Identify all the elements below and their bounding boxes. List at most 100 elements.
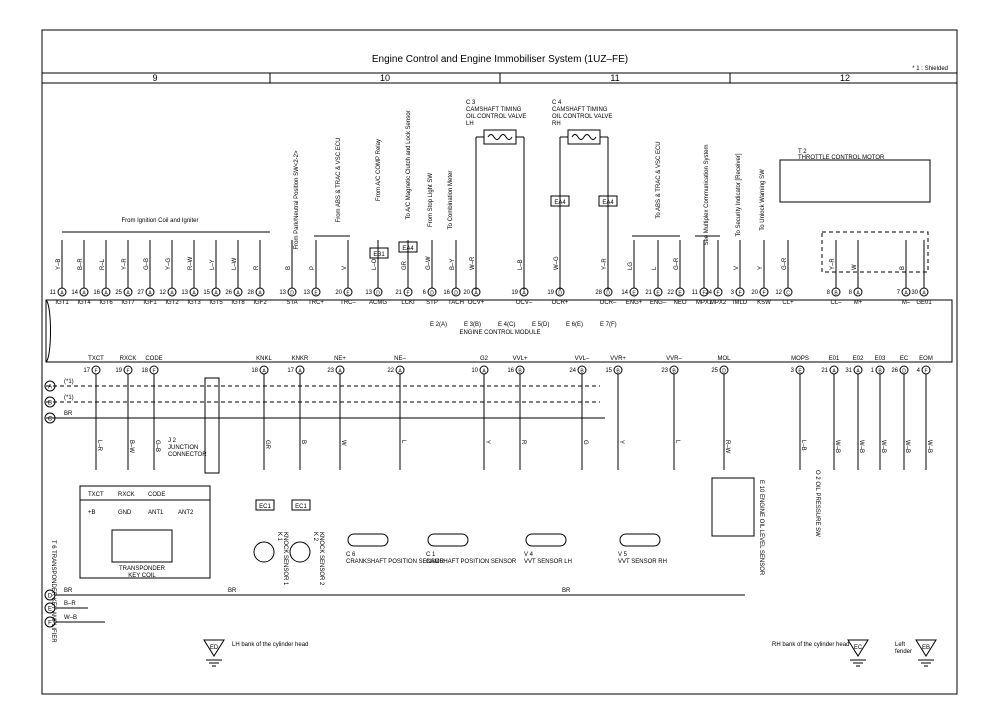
connector-ec1-label: EC1: [259, 504, 271, 510]
top-pin-circle: [519, 287, 529, 297]
top-pin-letter: A: [192, 291, 196, 297]
top-pin-number: 13: [365, 290, 372, 296]
top-pin-number: 28: [247, 290, 254, 296]
ecm-connector-code: E 7(F): [600, 322, 617, 328]
column-label-9: 9: [152, 73, 157, 83]
top-pin-name: CL+: [782, 300, 794, 306]
bottom-pin-letter: B: [672, 369, 676, 375]
bottom-pin-number: 24: [569, 368, 576, 374]
top-pin-letter: A: [214, 291, 218, 297]
top-pin-wire-color: L–Y: [210, 259, 216, 270]
side-label: A: [48, 385, 52, 391]
bottom-pin-name: VVR+: [610, 356, 626, 362]
bottom-pin-letter: A: [338, 369, 342, 375]
top-pin-letter: A: [104, 291, 108, 297]
top-pin-circle: [79, 287, 89, 297]
bottom-pin-number: 31: [845, 368, 852, 374]
bottom-pin-wire-color: R–W: [724, 440, 730, 454]
bottom-pin-name: RXCK: [120, 356, 137, 362]
bottom-pin-number: 18: [251, 368, 258, 374]
bottom-pin-name: VVL+: [513, 356, 528, 362]
column-label-11: 11: [610, 73, 619, 83]
abs-trac-label-2: To ABS & TRAC & VSC ECU: [656, 141, 662, 218]
shielded-note: * 1 : Shielded: [912, 66, 948, 72]
wire-d-color-2: BR: [228, 588, 237, 594]
top-pin-circle: [675, 287, 685, 297]
top-pin-circle: [123, 287, 133, 297]
wire-d-color: BR: [64, 588, 73, 594]
bottom-pin-wire-color: B: [300, 440, 306, 444]
bottom-pin-number: 23: [327, 368, 334, 374]
top-pin-number: 21: [395, 290, 402, 296]
top-pin-wire-color: L–O: [372, 258, 378, 270]
amp-pin-rxck: RXCK: [118, 492, 135, 498]
bottom-pin-number: 15: [605, 368, 612, 374]
bottom-pin-number: 23: [661, 368, 668, 374]
bottom-pin-name: E01: [829, 356, 840, 362]
top-pin-circle: [831, 287, 841, 297]
bottom-pin-letter: B: [518, 369, 522, 375]
top-pin-circle: [451, 287, 461, 297]
valve-lh-label-1: C 3: [466, 100, 476, 106]
bottom-pin-wire-color: W–B: [858, 440, 864, 453]
bottom-pin-number: 25: [711, 368, 718, 374]
bottom-pin-letter: A: [262, 369, 266, 375]
bottom-pin-number: 22: [387, 368, 394, 374]
connector-ea4-5-label: EA4: [602, 200, 614, 206]
top-pin-number: 11: [50, 290, 57, 296]
bottom-pin-name: MOPS: [791, 356, 809, 362]
bottom-pin-name: NE+: [334, 356, 346, 362]
bottom-pin-number: 16: [507, 368, 514, 374]
top-pin-letter: E: [678, 291, 682, 297]
connector-ea4-1-label: EA4: [554, 200, 566, 206]
sensor-symbol: [253, 541, 275, 563]
top-pin-name: OCV+: [468, 300, 485, 306]
bottom-pin-wire-color: W–B: [880, 440, 886, 453]
throttle-motor-label: THROTTLE CONTROL MOTOR: [798, 155, 885, 161]
top-pin-wire-color: G–R: [782, 257, 788, 270]
top-pin-name: IGT3: [187, 300, 201, 306]
top-pin-circle: [427, 287, 437, 297]
top-pin-wire-color: V: [342, 266, 348, 270]
ecm-connector-list: E 2(A)E 3(B)E 4(C)E 5(D)E 6(E)E 7(F): [430, 322, 617, 328]
oil-pressure-sw-label: O 2 OIL PRESSURE SW: [814, 470, 820, 537]
top-pin-number: 25: [115, 290, 122, 296]
transponder-coil: [111, 529, 173, 563]
top-pin-wire-color: B–R: [78, 258, 84, 270]
top-pin-circle: [853, 287, 863, 297]
top-pin-wire-color: Y–R: [830, 258, 836, 270]
top-pin-name: LCKI: [401, 300, 415, 306]
amp-bottom-pin: GND: [118, 510, 132, 516]
sensor-symbol: [347, 533, 389, 547]
top-pin-letter: F: [738, 291, 741, 297]
top-pin-wire-color: B: [286, 266, 292, 270]
top-pin-number: 11: [692, 290, 699, 296]
top-pin-wire-color: R: [254, 265, 260, 270]
top-pin-letter: E: [314, 291, 318, 297]
stop-light-label: From Stop Light SW: [428, 173, 434, 227]
ground-ed-label: LH bank of the cylinder head: [232, 642, 308, 648]
wire-f-color: W–B: [64, 615, 77, 621]
top-pin-wire-color: L: [652, 266, 658, 270]
bottom-pin-name: KNKR: [292, 356, 309, 362]
connector-ec1: [291, 499, 311, 511]
bottom-pin-wire-color: B–W: [128, 440, 134, 453]
top-pin-number: 19: [547, 290, 554, 296]
top-pin-name: TACH: [448, 300, 464, 306]
sensor-id: K 1: [276, 532, 282, 542]
top-pin-name: KSW: [757, 300, 771, 306]
top-pin-letter: A: [148, 291, 152, 297]
top-pin-letter: E: [632, 291, 636, 297]
